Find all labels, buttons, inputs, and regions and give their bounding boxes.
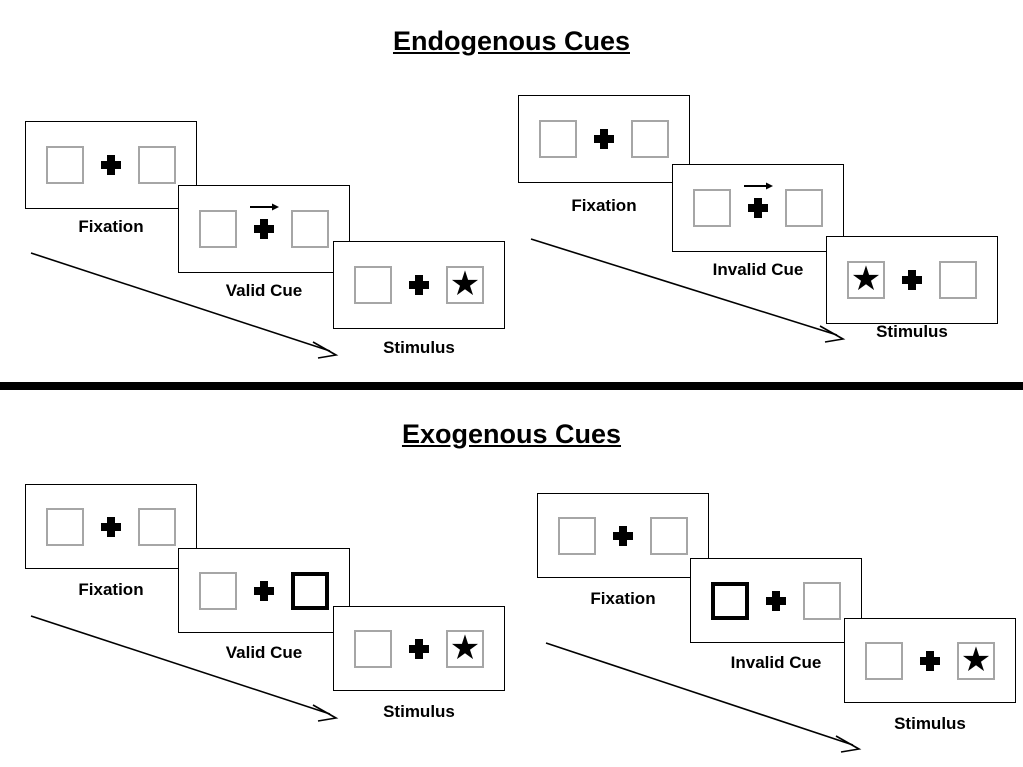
placeholder-box-left <box>539 120 577 158</box>
frame-label-endogenous-invalid-stimulus: Stimulus <box>876 322 948 341</box>
frame-label-endogenous-invalid-fixation: Fixation <box>571 196 637 215</box>
placeholder-box-right-target: ★ <box>446 628 484 668</box>
frame-label-exogenous-invalid-stimulus: Stimulus <box>894 714 966 733</box>
placeholder-box-right <box>939 261 977 299</box>
placeholder-box-right <box>803 581 841 620</box>
frame-content: ★ <box>845 619 1015 702</box>
target-star-icon: ★ <box>449 265 481 303</box>
placeholder-box-left <box>46 146 84 184</box>
placeholder-box-left <box>199 571 237 610</box>
frame-label-endogenous-valid-fixation: Fixation <box>78 217 144 236</box>
placeholder-box-left <box>558 516 596 555</box>
fixation-cross-icon <box>593 128 615 150</box>
frame-content: ★ <box>334 607 504 690</box>
fixation-cross-icon <box>744 182 773 219</box>
trial-frame-exogenous-invalid-fixation <box>537 493 709 578</box>
fixation-cross-icon <box>919 650 941 672</box>
placeholder-box-left <box>693 189 731 227</box>
fixation-cross-icon <box>901 269 923 291</box>
fixation-cross-icon <box>765 590 787 612</box>
frame-label-endogenous-valid-stimulus: Stimulus <box>383 338 455 357</box>
placeholder-box-right-target: ★ <box>446 266 484 304</box>
placeholder-box-left-target: ★ <box>847 261 885 299</box>
fixation-cross-icon <box>408 274 430 296</box>
target-star-icon: ★ <box>449 628 481 667</box>
trial-frame-endogenous-invalid-stimulus: ★ <box>826 236 998 324</box>
placeholder-box-left <box>46 507 84 546</box>
frame-label-exogenous-valid-cue: Valid Cue <box>225 643 303 662</box>
frame-content <box>673 165 843 251</box>
trial-frame-endogenous-valid-cue <box>178 185 350 273</box>
trial-frame-exogenous-valid-fixation <box>25 484 197 569</box>
placeholder-box-left <box>199 210 237 248</box>
fixation-cross-icon <box>408 638 430 660</box>
frame-label-endogenous-valid-cue: Valid Cue <box>225 281 303 300</box>
frame-label-exogenous-valid-stimulus: Stimulus <box>383 702 455 721</box>
placeholder-box-right <box>631 120 669 158</box>
trial-frame-exogenous-invalid-cue <box>690 558 862 643</box>
placeholder-box-left <box>865 641 903 680</box>
fixation-cross-icon <box>100 516 122 538</box>
frame-content: ★ <box>334 242 504 328</box>
frame-content <box>538 494 708 577</box>
target-star-icon: ★ <box>960 640 992 679</box>
trial-frame-endogenous-invalid-fixation <box>518 95 690 183</box>
frame-label-exogenous-valid-fixation: Fixation <box>78 580 144 599</box>
placeholder-box-right-target: ★ <box>957 640 995 680</box>
frame-label-exogenous-invalid-cue: Invalid Cue <box>730 653 822 672</box>
fixation-cross-icon <box>100 154 122 176</box>
trial-frame-exogenous-valid-stimulus: ★ <box>333 606 505 691</box>
placeholder-box-right <box>138 146 176 184</box>
placeholder-box-right <box>785 189 823 227</box>
trial-frame-exogenous-invalid-stimulus: ★ <box>844 618 1016 703</box>
frame-label-endogenous-invalid-cue: Invalid Cue <box>712 260 804 279</box>
frame-content <box>26 122 196 208</box>
fixation-cross-icon <box>612 525 634 547</box>
placeholder-box-right <box>291 210 329 248</box>
frame-content <box>179 186 349 272</box>
frame-content <box>519 96 689 182</box>
trial-frame-exogenous-valid-cue <box>178 548 350 633</box>
placeholder-box-left <box>354 266 392 304</box>
frame-content: ★ <box>827 237 997 323</box>
placeholder-box-right <box>650 516 688 555</box>
placeholder-box-left-cued <box>711 581 749 620</box>
placeholder-box-right-cued <box>291 571 329 610</box>
fixation-cross-icon <box>253 580 275 602</box>
target-star-icon: ★ <box>850 260 882 298</box>
placeholder-box-left <box>354 629 392 668</box>
section-title-exogenous: Exogenous Cues <box>401 419 622 449</box>
cue-arrow-right-icon <box>744 182 773 190</box>
trial-frame-endogenous-valid-fixation <box>25 121 197 209</box>
section-title-endogenous: Endogenous Cues <box>392 26 630 56</box>
trial-frame-endogenous-invalid-cue <box>672 164 844 252</box>
trial-frame-endogenous-valid-stimulus: ★ <box>333 241 505 329</box>
placeholder-box-right <box>138 507 176 546</box>
frame-content <box>691 559 861 642</box>
frame-content <box>179 549 349 632</box>
frame-label-exogenous-invalid-fixation: Fixation <box>590 589 656 608</box>
section-divider <box>0 382 1023 390</box>
fixation-cross-icon <box>250 203 279 240</box>
frame-content <box>26 485 196 568</box>
cue-arrow-right-icon <box>250 203 279 211</box>
